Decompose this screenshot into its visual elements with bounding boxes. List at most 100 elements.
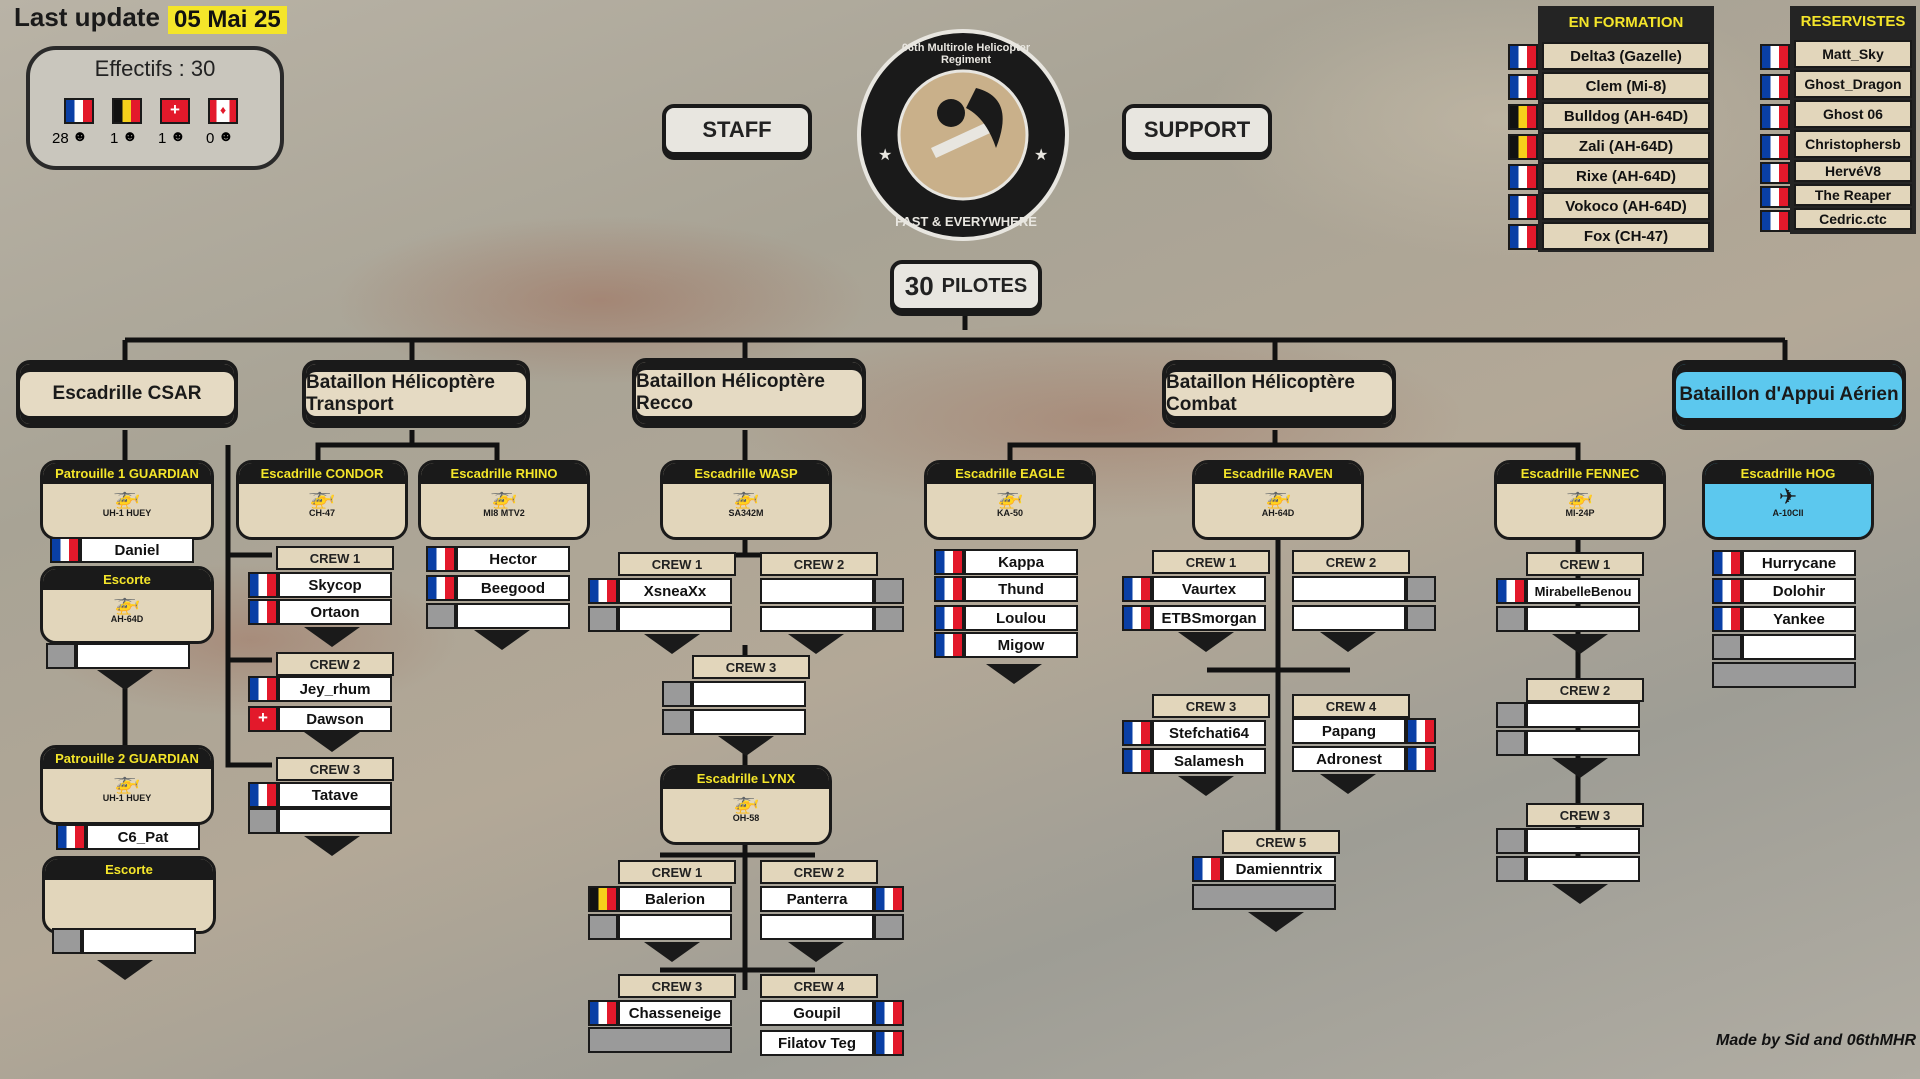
crew-header: CREW 2 <box>760 552 878 576</box>
empty-pilot-slot <box>760 914 874 940</box>
empty-pilot-slot <box>1526 856 1640 882</box>
helicopter-icon: 🚁 <box>113 769 141 794</box>
empty-flag-slot <box>1406 576 1436 602</box>
helicopter-icon: 🚁 <box>113 590 141 615</box>
flag-fr-icon <box>1122 720 1152 746</box>
empty-pilot-slot <box>456 603 570 629</box>
empty-pilot-slot <box>618 606 732 632</box>
flag-fr-icon <box>588 1000 618 1026</box>
flag-ch-icon: + <box>160 98 190 124</box>
empty-flag-slot <box>874 606 904 632</box>
squadron-title: Escadrille LYNX <box>663 768 829 789</box>
squadron-eagle[interactable]: Escadrille EAGLE 🚁 KA-50 <box>924 460 1096 540</box>
flag-be-icon <box>1508 134 1538 160</box>
flag-fr-icon <box>934 576 964 602</box>
squadron-model: SA342M <box>728 508 764 518</box>
pilot-name: Panterra <box>760 886 874 912</box>
battalion-combat[interactable]: Bataillon Hélicoptère Combat <box>1162 360 1396 428</box>
squadron-hog[interactable]: Escadrille HOG ✈ A-10CII <box>1702 460 1874 540</box>
battalion-transport[interactable]: Bataillon Hélicoptère Transport <box>302 360 530 428</box>
empty-flag-slot <box>1496 828 1526 854</box>
list-item: Cedric.ctc <box>1794 208 1912 230</box>
pilot-name: Migow <box>964 632 1078 658</box>
list-item: Bulldog (AH-64D) <box>1542 102 1710 130</box>
squadron-model: CH-47 <box>308 508 335 518</box>
empty-flag-slot <box>426 603 456 629</box>
squadron-escorte2[interactable]: Escorte <box>42 856 216 934</box>
battalion-recco[interactable]: Bataillon Hélicoptère Recco <box>632 358 866 428</box>
flag-fr-icon <box>934 632 964 658</box>
crew-marker <box>1178 632 1234 652</box>
crew-header: CREW 1 <box>618 552 736 576</box>
pilot-icon: ☻ <box>218 128 234 145</box>
flag-fr-icon <box>248 782 278 808</box>
crew-marker <box>97 670 153 690</box>
battalion-appui-aerien[interactable]: Bataillon d'Appui Aérien <box>1672 360 1906 430</box>
helicopter-icon: 🚁 <box>996 484 1024 509</box>
crew-marker <box>1320 632 1376 652</box>
flag-be-icon <box>588 886 618 912</box>
squadron-escorte1[interactable]: Escorte 🚁 AH-64D <box>40 566 214 644</box>
crew-marker <box>788 634 844 654</box>
empty-pilot-slot <box>760 606 874 632</box>
flag-fr-icon <box>1122 605 1152 631</box>
pilot-name: Hurrycane <box>1742 550 1856 576</box>
flag-fr-icon <box>934 549 964 575</box>
list-item: Ghost 06 <box>1794 100 1912 128</box>
pilots-count: 30 <box>904 270 934 301</box>
pilot-name: Beegood <box>456 575 570 601</box>
squadron-title: Escorte <box>43 569 211 590</box>
helicopter-icon: 🚁 <box>490 484 518 509</box>
flag-ch-icon: + <box>248 706 278 732</box>
list-item: Delta3 (Gazelle) <box>1542 42 1710 70</box>
squadron-model: AH-64D <box>110 614 144 624</box>
squadron-rhino[interactable]: Escadrille RHINO 🚁 MI8 MTV2 <box>418 460 590 540</box>
flag-fr-icon <box>426 575 456 601</box>
squadron-model: MI8 MTV2 <box>483 508 525 518</box>
pilot-name: XsneaXx <box>618 578 732 604</box>
squadron-guardian2[interactable]: Patrouille 2 GUARDIAN 🚁 UH-1 HUEY <box>40 745 214 825</box>
empty-flag-slot <box>662 681 692 707</box>
empty-pilot-slot <box>1192 884 1336 910</box>
pilot-name: ETBSmorgan <box>1152 605 1266 631</box>
pilot-name: Yankee <box>1742 606 1856 632</box>
support-button[interactable]: SUPPORT <box>1122 104 1272 156</box>
squadron-guardian1[interactable]: Patrouille 1 GUARDIAN 🚁 UH-1 HUEY <box>40 460 214 540</box>
flag-fr-icon <box>1122 748 1152 774</box>
crew-marker <box>304 627 360 647</box>
squadron-title: Escadrille HOG <box>1705 463 1871 484</box>
crew-header: CREW 3 <box>1526 803 1644 827</box>
squadron-condor[interactable]: Escadrille CONDOR 🚁 CH-47 <box>236 460 408 540</box>
squadron-model: AH-64D <box>1261 508 1295 518</box>
squadron-title: Patrouille 2 GUARDIAN <box>43 748 211 769</box>
battalion-csar[interactable]: Escadrille CSAR <box>16 360 238 428</box>
squadron-raven[interactable]: Escadrille RAVEN 🚁 AH-64D <box>1192 460 1364 540</box>
squadron-wasp[interactable]: Escadrille WASP 🚁 SA342M <box>660 460 832 540</box>
squadron-lynx[interactable]: Escadrille LYNX 🚁 OH-58 <box>660 765 832 845</box>
flag-fr-icon <box>56 824 86 850</box>
crew-header: CREW 4 <box>1292 694 1410 718</box>
pilot-name: C6_Pat <box>86 824 200 850</box>
effectifs-label: Effectifs : 30 <box>94 56 216 81</box>
svg-text:★: ★ <box>878 147 892 164</box>
flag-fr-icon <box>1760 74 1790 100</box>
pilot-name: Loulou <box>964 605 1078 631</box>
pilot-icon: ☻ <box>170 128 186 145</box>
count-ca: 0 <box>206 130 215 147</box>
pilot-name: Dawson <box>278 706 392 732</box>
flag-ca-icon: ♦ <box>208 98 238 124</box>
effectifs-panel: Effectifs : 30 + ♦ 28 1 1 0 ☻ ☻ ☻ ☻ <box>26 46 284 170</box>
last-update-date: 05 Mai 25 <box>168 6 287 34</box>
squadron-model: OH-58 <box>732 813 760 823</box>
list-item: Zali (AH-64D) <box>1542 132 1710 160</box>
flag-fr-icon <box>1760 44 1790 70</box>
squadron-model: KA-50 <box>996 508 1023 518</box>
svg-text:★: ★ <box>1034 147 1048 164</box>
emblem-bottom-text: FAST & EVERYWHERE <box>895 214 1037 229</box>
empty-flag-slot <box>588 606 618 632</box>
squadron-title: Patrouille 1 GUARDIAN <box>43 463 211 484</box>
pilot-name: Chasseneige <box>618 1000 732 1026</box>
squadron-fennec[interactable]: Escadrille FENNEC 🚁 MI-24P <box>1494 460 1666 540</box>
crew-header: CREW 2 <box>1526 678 1644 702</box>
staff-button[interactable]: STAFF <box>662 104 812 156</box>
